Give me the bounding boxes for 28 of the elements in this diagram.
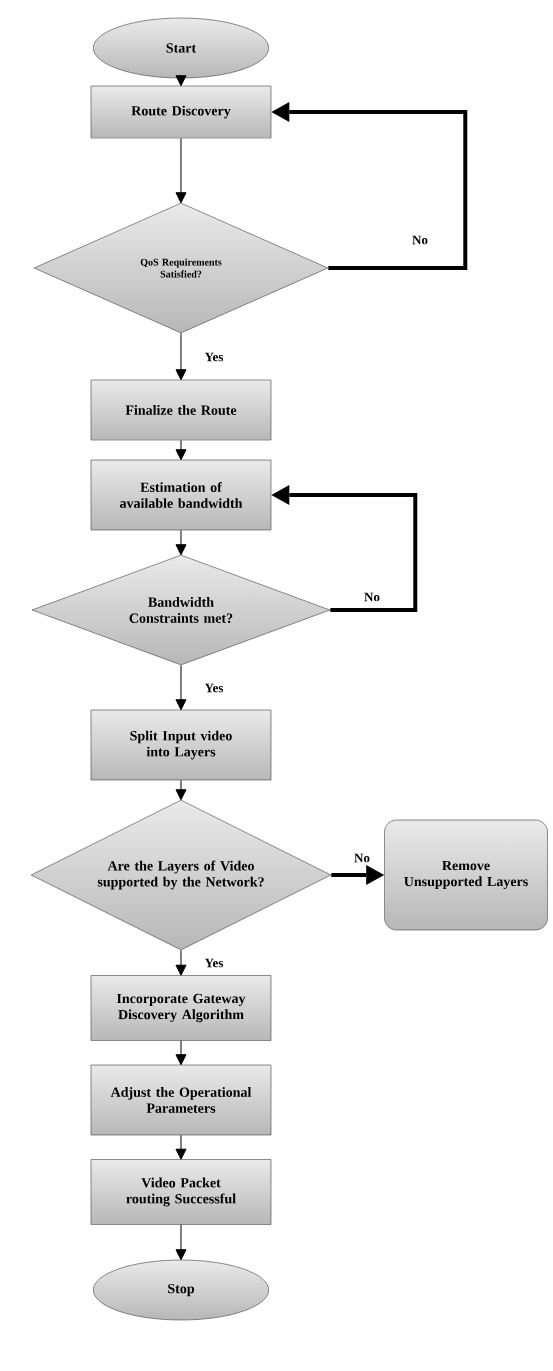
edge-label: No [353, 852, 371, 864]
arrow [175, 137, 187, 204]
process-box: Route Discovery [90, 85, 272, 139]
edge-label: Yes [203, 351, 225, 363]
process-box: Estimation of available bandwidth [90, 459, 272, 531]
arrow [175, 949, 187, 976]
process-box: Finalize the Route [90, 379, 272, 441]
process-box: Split Input video into Layers [90, 709, 272, 781]
edge-label: Yes [203, 682, 225, 694]
process-box: Incorporate Gateway Discovery Algorithm [90, 975, 272, 1041]
arrow [271, 102, 468, 270]
arrow [175, 332, 187, 381]
edge-label: No [411, 234, 429, 246]
arrow [175, 439, 187, 461]
arrow [271, 485, 418, 612]
arrow [175, 1040, 187, 1066]
arrow [175, 664, 187, 711]
arrow [175, 779, 187, 801]
edge-label: Yes [203, 957, 225, 969]
arrow [331, 865, 385, 885]
process-box: Remove Unsupported Layers [384, 819, 548, 931]
arrow [175, 529, 187, 556]
process-box: Adjust the Operational Parameters [90, 1064, 272, 1136]
process-box: Video Packet routing Successful [90, 1159, 272, 1225]
arrow [175, 1224, 187, 1261]
arrow [175, 1134, 187, 1160]
edge-label: No [363, 591, 381, 603]
arrow [175, 75, 187, 87]
